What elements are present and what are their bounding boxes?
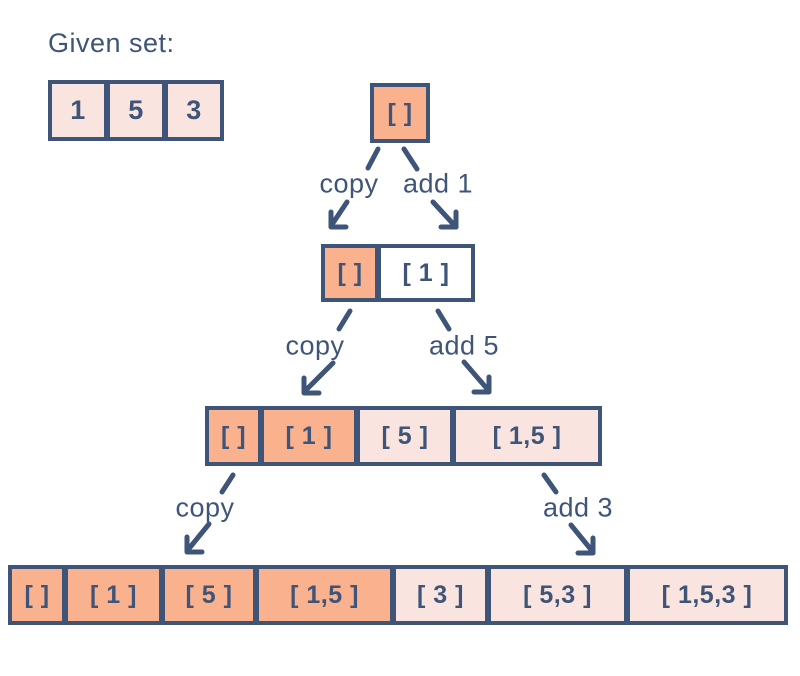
subset-cell: [ 1 ] xyxy=(64,565,163,625)
subset-cell: [ 1,5 ] xyxy=(255,565,394,625)
subset-row-level-2: [ ] [ 1 ] xyxy=(321,244,475,302)
subset-cell: [ 5 ] xyxy=(161,565,257,625)
subset-cell: [ 5 ] xyxy=(356,406,454,466)
subset-row-level-1: [ ] xyxy=(370,83,430,143)
given-set-box: 1 5 3 xyxy=(48,80,224,141)
subset-cell: [ ] xyxy=(321,244,379,302)
subset-cell: [ ] xyxy=(205,406,262,466)
subset-row-level-3: [ ] [ 1 ] [ 5 ] [ 1,5 ] xyxy=(205,406,602,466)
edge-label-add-5: add 5 xyxy=(428,330,500,361)
subset-cell: [ 5,3 ] xyxy=(487,565,628,625)
subset-cell: [ 1,5,3 ] xyxy=(626,565,788,625)
subset-cell: [ 3 ] xyxy=(392,565,489,625)
given-set-title: Given set: xyxy=(48,28,175,58)
edge-label-copy-1: copy xyxy=(319,168,379,199)
edge-label-add-3: add 3 xyxy=(542,492,614,523)
subset-cell: [ 1,5 ] xyxy=(452,406,602,466)
given-set-cell: 5 xyxy=(106,80,166,141)
edge-label-copy-2: copy xyxy=(285,330,345,361)
subset-cell: [ ] xyxy=(8,565,66,625)
subset-cell: [ 1 ] xyxy=(377,244,475,302)
edge-label-add-1: add 1 xyxy=(402,168,474,199)
given-set-cell: 1 xyxy=(48,80,108,141)
given-set-cell: 3 xyxy=(164,80,224,141)
subset-cell-empty: [ ] xyxy=(370,83,430,143)
subset-row-level-4: [ ] [ 1 ] [ 5 ] [ 1,5 ] [ 3 ] [ 5,3 ] [ … xyxy=(8,565,788,625)
edge-label-copy-3: copy xyxy=(175,492,235,523)
subset-cell: [ 1 ] xyxy=(260,406,358,466)
